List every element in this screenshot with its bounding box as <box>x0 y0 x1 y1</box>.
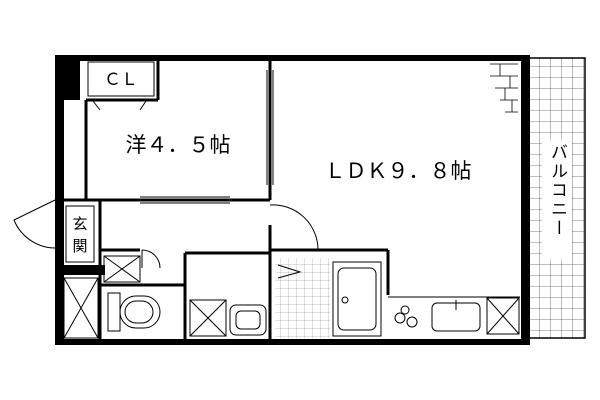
balcony-label: バルコニー <box>547 143 567 238</box>
wall-windows <box>85 70 274 204</box>
toilet <box>107 292 161 332</box>
interior-walls <box>64 58 390 340</box>
washroom-floor <box>275 258 330 338</box>
entrance-label-2: 関 <box>72 237 87 255</box>
door-swings <box>13 199 319 269</box>
entrance-label-1: 玄 <box>72 215 87 233</box>
balcony: バルコニー <box>527 57 586 339</box>
brick-detail <box>490 63 518 113</box>
kitchen-counter <box>388 296 520 332</box>
washbasin <box>229 304 267 336</box>
closet: ＣＬ <box>87 61 155 111</box>
entrance: 玄 関 <box>65 205 95 263</box>
washroom-arrow <box>277 264 302 279</box>
outer-walls <box>55 55 530 345</box>
storage-x-boxes <box>63 255 520 339</box>
closet-label: ＣＬ <box>104 70 138 90</box>
ldk-label: ＬＤＫ９．８帖 <box>325 159 472 183</box>
stove-burner-1 <box>394 312 406 324</box>
stove-burner-2 <box>406 316 418 328</box>
western-room-label: 洋４．５帖 <box>126 133 231 157</box>
stove-burner-3 <box>400 305 410 315</box>
bathtub <box>332 261 382 337</box>
